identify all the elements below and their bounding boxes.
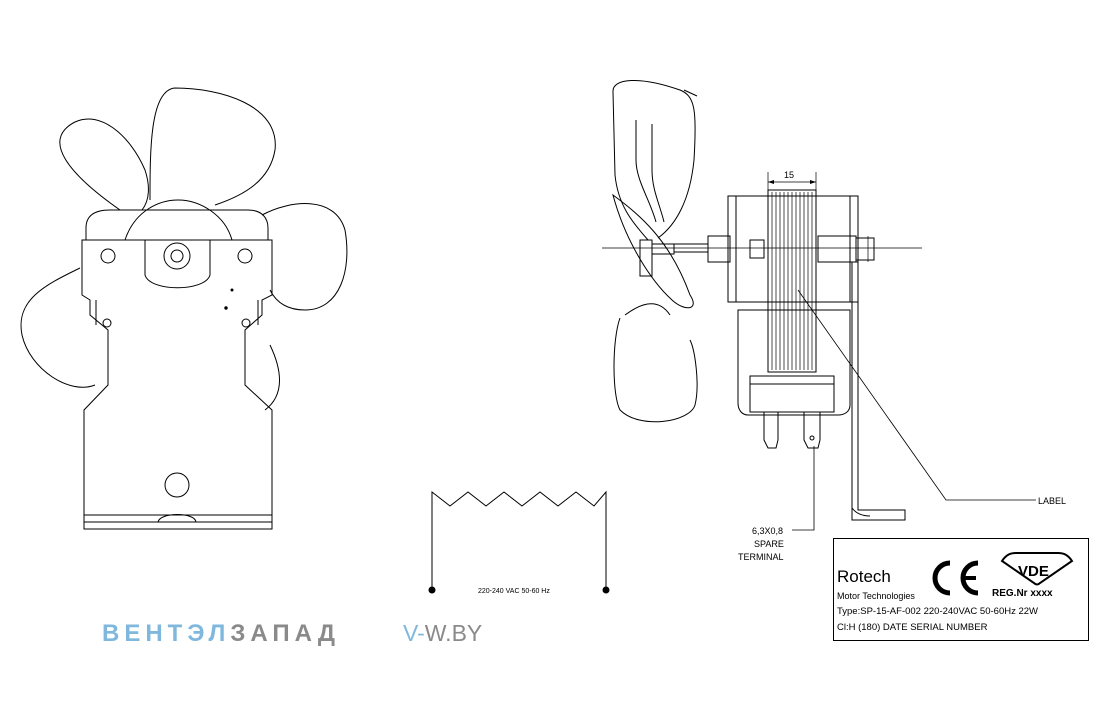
heater-coil [431,490,607,590]
fan-blade-top [149,87,276,206]
nameplate-label: Rotech Motor Technologies Type:SP-15-AF-… [833,538,1089,641]
wiring-schematic: 220-240 VAC 50-60 Hz [428,490,610,595]
shaft-inner [170,249,184,263]
rotor-arc [124,199,233,241]
dimension-label: 15 [784,170,794,180]
coil-stack [767,189,817,373]
side-blade-bottom [613,317,698,423]
side-bracket [851,261,906,521]
watermark-brand-part2: ЗАПАД [230,620,340,647]
bearing-end [855,237,875,261]
fan-blade-right [261,203,348,311]
lower-housing [737,309,851,416]
shaft-outer [163,242,191,270]
fan-blade-bottom-right [264,344,280,411]
nameplate-subtitle: Motor Technologies [837,591,915,601]
mount-hole-bottom [164,472,190,498]
side-blade-top-inner [612,91,649,241]
terminal-right [803,412,821,449]
mount-hole-right [237,248,253,264]
wire-1 [635,120,657,223]
bearing-cap [749,239,765,259]
label-callout: LABEL [1038,496,1066,506]
terminal-callout-3: TERMINAL [738,552,784,562]
vde-text: VDE [1018,563,1049,580]
vde-mark-icon: VDE [1000,552,1074,586]
side-blade-bottom-inner [624,303,671,316]
terminal-leader [792,446,815,531]
supply-label: 220-240 VAC 50-60 Hz [478,588,550,595]
front-view [20,87,348,530]
ce-mark-icon: CE [932,560,979,596]
rivet-right [241,318,251,328]
side-blade-top [612,80,696,239]
fan-hub-collar [651,243,675,255]
side-view: 15 LABEL 6,3X0,8 SPARE TERMINAL [602,80,1066,562]
terminal-callout-2: SPARE [754,539,784,549]
watermark-brand-part1: ВЕНТЭЛ [102,620,231,647]
mounting-bracket [81,239,273,523]
terminal-callout-1: 6,3X0,8 [752,526,783,536]
rivet-left [102,318,112,328]
motor-body [727,195,859,303]
terminal-dot-left [428,586,436,594]
bearing-left [707,235,731,263]
nameplate-class: Cl:H (180) DATE SERIAL NUMBER [837,622,988,633]
mount-hole-left [100,248,116,264]
fan-blade-top-left [59,118,149,211]
label-leader [797,289,1036,501]
watermark-site: V-W.BY [403,620,482,647]
watermark-brand: ВЕНТЭЛЗАПАД [102,620,340,648]
shaft-boss [144,240,211,289]
terminal-dot-right [602,586,610,594]
nameplate-type: Type:SP-15-AF-002 220-240VAC 50-60Hz 22W [837,606,1039,617]
terminal-left [763,412,779,449]
fan-blade-left [20,267,96,388]
wire-2 [651,124,665,223]
side-blade-edge [683,89,698,97]
nameplate-brand: Rotech [837,567,891,586]
motor-body-inner [735,196,851,302]
coil-windings [771,192,813,370]
bracket-relief [95,300,259,325]
nameplate-reg-number: REG.Nr xxxx [992,588,1053,599]
watermark-site-part2: W.BY [424,620,483,646]
side-blade-twist [612,193,694,309]
terminal-block [749,375,835,413]
base-notch [157,514,197,523]
motor-housing [85,209,269,240]
fan-hub [639,239,653,277]
watermark-site-part1: V- [403,620,425,646]
